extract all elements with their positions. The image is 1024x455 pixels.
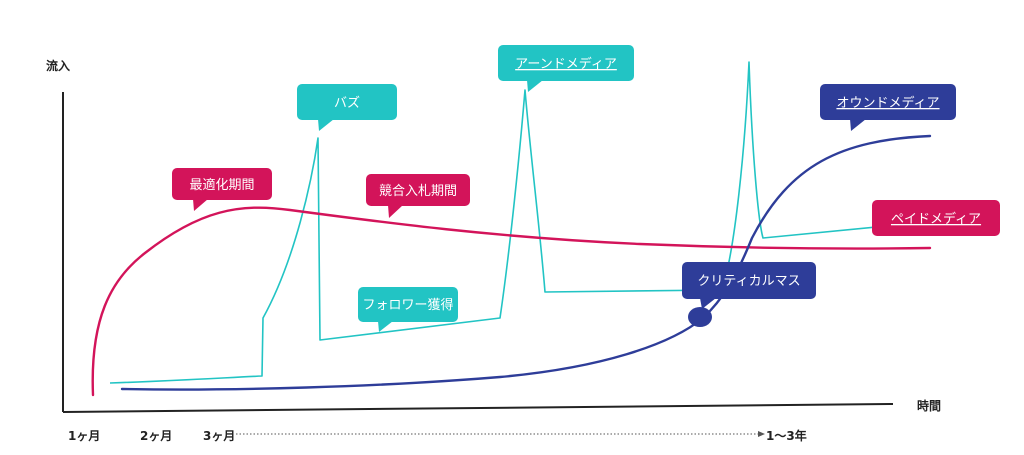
y-axis-label: 流入 [46,58,70,73]
x-axis-label: 時間 [917,398,941,413]
callout-competitive-bidding-label: 競合入札期間 [379,184,457,199]
callout-earned-label: アーンドメディア [515,56,617,72]
callout-buzz: バズ [297,84,397,131]
x-axis [62,403,894,413]
owned-media-line [120,134,932,391]
time-arrowhead [758,431,765,437]
callout-follower-label: フォロワー獲得 [362,297,453,313]
x-tick-3-months: 3ヶ月 [203,429,235,443]
paid-media-line [91,206,932,397]
callout-critical-mass-label: クリティカルマス [697,274,800,289]
earned-media-line [109,61,929,384]
callout-paid-media: ペイドメディア [872,200,1000,236]
callout-owned-label: オウンドメディア [836,95,939,111]
callout-competitive-bidding-period: 競合入札期間 [366,174,470,218]
callout-buzz-label: バズ [334,95,360,111]
critical-mass-point [688,307,712,327]
callout-critical-mass: クリティカルマス [682,262,816,309]
x-tick-2-months: 2ヶ月 [140,429,172,443]
callout-optimization-period: 最適化期間 [172,168,272,211]
x-tick-1-3-years: 1〜3年 [766,428,807,443]
callout-follower-acquisition: フォロワー獲得 [358,287,458,332]
callout-paid-label: ペイドメディア [891,211,981,227]
callout-optimization-label: 最適化期間 [189,177,254,193]
x-tick-1-month: 1ヶ月 [68,429,100,443]
callout-earned-media: アーンドメディア [498,45,634,92]
callout-owned-media: オウンドメディア [820,84,956,131]
